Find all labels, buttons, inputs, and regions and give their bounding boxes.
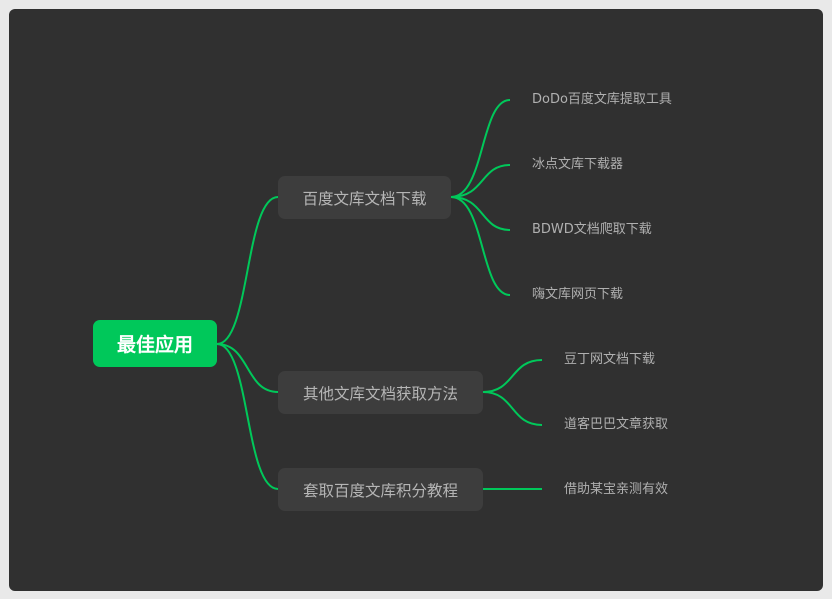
branch-label: 百度文库文档下载 <box>302 189 427 208</box>
leaf-node[interactable]: 嗨文库网页下载 <box>532 287 624 302</box>
leaf-node[interactable]: DoDo百度文库提取工具 <box>532 92 672 107</box>
leaf-node[interactable]: 道客巴巴文章获取 <box>564 417 669 432</box>
connector-branch-1-leaf-1 <box>450 99 511 198</box>
connector-root-branch-3 <box>216 343 279 490</box>
branch-node-2[interactable]: 其他文库文档获取方法 <box>278 371 483 414</box>
connector-root-branch-2 <box>216 343 279 393</box>
leaf-node[interactable]: BDWD文档爬取下载 <box>532 222 652 237</box>
connector-branch-1-leaf-4 <box>450 196 511 296</box>
connector-branch-1-leaf-3 <box>450 196 511 231</box>
leaf-node[interactable]: 借助某宝亲测有效 <box>564 482 669 497</box>
leaf-node[interactable]: 豆丁网文档下载 <box>564 352 656 367</box>
connector-root-branch-1 <box>216 196 279 345</box>
leaf-node[interactable]: 冰点文库下载器 <box>532 157 624 172</box>
root-label: 最佳应用 <box>116 334 193 356</box>
root-node[interactable]: 最佳应用 <box>93 320 217 367</box>
connector-branch-2-leaf-2 <box>482 391 543 426</box>
branch-node-1[interactable]: 百度文库文档下载 <box>278 176 451 219</box>
connector-branch-1-leaf-2 <box>450 164 511 198</box>
branch-label: 其他文库文档获取方法 <box>302 384 458 403</box>
branch-node-3[interactable]: 套取百度文库积分教程 <box>278 468 483 511</box>
connector-branch-2-leaf-1 <box>482 359 543 393</box>
branch-label: 套取百度文库积分教程 <box>302 481 458 500</box>
